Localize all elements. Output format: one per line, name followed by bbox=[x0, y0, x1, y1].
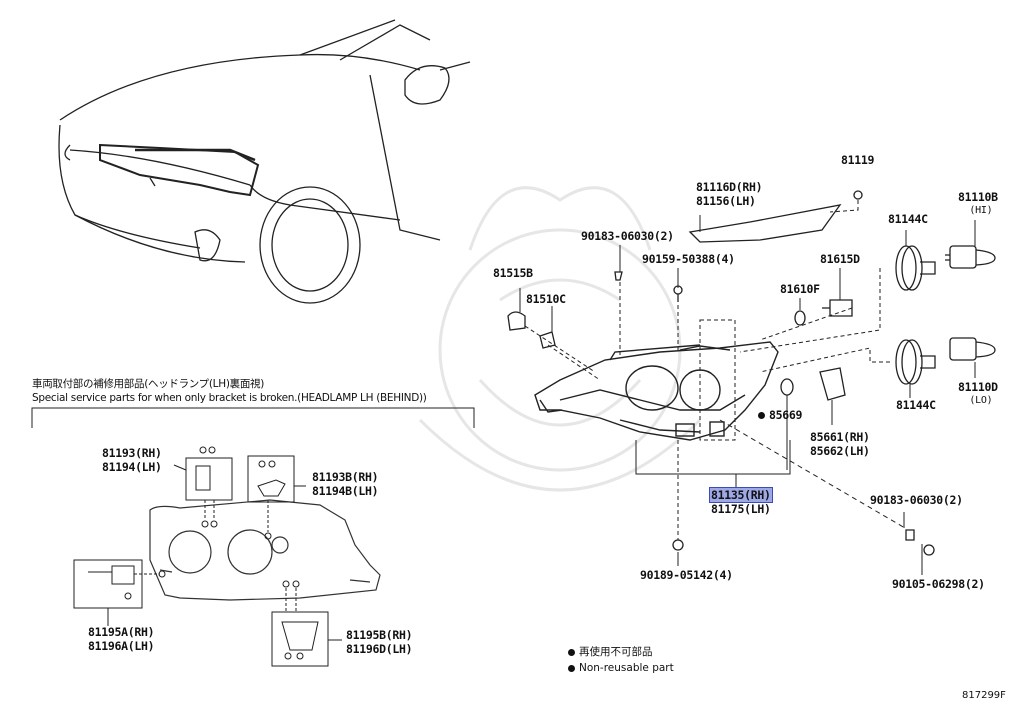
part-85661-85662[interactable]: 85661(RH) 85662(LH) bbox=[810, 430, 870, 458]
part-81510c[interactable]: 81510C bbox=[526, 292, 566, 306]
part-81195a-81196a[interactable]: 81195A(RH) 81196A(LH) bbox=[88, 625, 155, 653]
part-81615d[interactable]: 81615D bbox=[820, 252, 860, 266]
trim-strip-drawing bbox=[688, 204, 842, 243]
part-81135-label-highlighted: 81135(RH) bbox=[709, 487, 773, 503]
part-81193-81194[interactable]: 81193(RH) 81194(LH) bbox=[102, 446, 162, 474]
part-81515b[interactable]: 81515B bbox=[493, 266, 533, 280]
part-81195b-label: 81195B(RH) bbox=[346, 628, 413, 642]
part-81116d-81156[interactable]: 81116D(RH) 81156(LH) bbox=[696, 180, 763, 208]
part-85662-label: 85662(LH) bbox=[810, 444, 870, 458]
part-81144c-top[interactable]: 81144C bbox=[888, 212, 928, 226]
part-81196d-label: 81196D(LH) bbox=[346, 642, 413, 656]
part-81196a-label: 81196A(LH) bbox=[88, 639, 155, 653]
part-85669[interactable]: 85669 bbox=[758, 408, 802, 422]
part-81110d[interactable]: 81110D (LO) bbox=[958, 380, 998, 408]
section-note-jp: 車両取付部の補修用部品(ヘッドランプ(LH)裏面視) bbox=[32, 378, 265, 390]
part-90189[interactable]: 90189-05142(4) bbox=[640, 568, 733, 582]
legend-dot-icon bbox=[568, 664, 575, 672]
headlamp-assembly-drawing bbox=[534, 341, 779, 441]
part-81110b[interactable]: 81110B (HI) bbox=[958, 190, 998, 218]
part-81193b-label: 81193B(RH) bbox=[312, 470, 379, 484]
part-85661-label: 85661(RH) bbox=[810, 430, 870, 444]
part-81144c-bottom[interactable]: 81144C bbox=[896, 398, 936, 412]
part-81193-label: 81193(RH) bbox=[102, 446, 162, 460]
part-90159[interactable]: 90159-50388(4) bbox=[642, 252, 735, 266]
inset-frame bbox=[31, 407, 475, 428]
part-81119[interactable]: 81119 bbox=[841, 153, 875, 167]
part-81610f[interactable]: 81610F bbox=[780, 282, 820, 296]
part-81195b-81196d[interactable]: 81195B(RH) 81196D(LH) bbox=[346, 628, 413, 656]
leader-lines bbox=[519, 200, 976, 575]
part-81156-label: 81156(LH) bbox=[696, 194, 756, 208]
part-81110d-sub: (LO) bbox=[969, 395, 993, 406]
inset-bracket-drawings bbox=[73, 446, 329, 667]
part-81194-label: 81194(LH) bbox=[102, 460, 162, 474]
part-81193b-81194b[interactable]: 81193B(RH) 81194B(LH) bbox=[312, 470, 379, 498]
part-90183-bottom[interactable]: 90183-06030(2) bbox=[870, 493, 963, 507]
part-90105[interactable]: 90105-06298(2) bbox=[892, 577, 985, 591]
legend: 再使用不可部品 Non-reusable part bbox=[568, 644, 674, 676]
part-81195a-label: 81195A(RH) bbox=[88, 625, 155, 639]
non-reusable-dot-icon bbox=[758, 412, 765, 419]
section-note-en: Special service parts for when only brac… bbox=[32, 392, 427, 404]
part-81175-label: 81175(LH) bbox=[711, 502, 771, 516]
part-81110b-sub: (HI) bbox=[969, 205, 993, 216]
part-81194b-label: 81194B(LH) bbox=[312, 484, 379, 498]
part-81116d-label: 81116D(RH) bbox=[696, 180, 763, 194]
part-81110d-label: 81110D bbox=[958, 380, 998, 394]
section-note: 車両取付部の補修用部品(ヘッドランプ(LH)裏面視) Special servi… bbox=[32, 377, 427, 405]
part-81110b-label: 81110B bbox=[958, 190, 998, 204]
legend-en-row: Non-reusable part bbox=[568, 660, 674, 676]
legend-jp-row: 再使用不可部品 bbox=[568, 644, 674, 660]
legend-dot-icon bbox=[568, 648, 575, 656]
inset-headlamp-drawing bbox=[149, 499, 381, 601]
part-90183-top[interactable]: 90183-06030(2) bbox=[581, 229, 674, 243]
inset-leader-lines bbox=[107, 464, 342, 641]
part-81135-81175[interactable]: 81135(RH) 81175(LH) bbox=[709, 487, 773, 516]
diagram-id: 817299F bbox=[962, 690, 1006, 701]
vehicle-sketch bbox=[58, 19, 471, 304]
